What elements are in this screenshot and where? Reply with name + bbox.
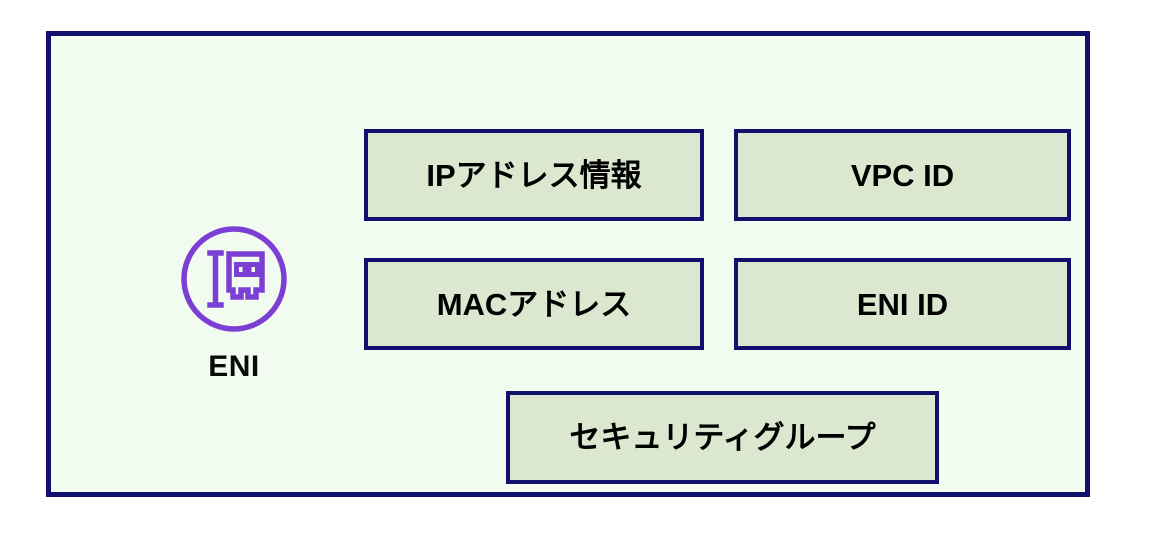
attribute-box-mac-address: MACアドレス <box>364 258 704 350</box>
attribute-label-mac-address: MACアドレス <box>436 286 632 322</box>
attribute-label-security-group: セキュリティグループ <box>569 420 876 455</box>
eni-icon-label: ENI <box>208 350 260 383</box>
attribute-box-vpc-id: VPC ID <box>734 129 1071 221</box>
attribute-label-vpc-id: VPC ID <box>850 157 955 193</box>
attribute-box-security-group: セキュリティグループ <box>506 391 939 484</box>
attribute-label-ip-address: IPアドレス情報 <box>426 157 642 193</box>
eni-nic-icon <box>181 226 287 332</box>
attribute-box-ip-address: IPアドレス情報 <box>364 129 704 221</box>
eni-icon-block: ENI <box>170 224 298 382</box>
eni-container: ENI IPアドレス情報 VPC ID MACアドレス ENI ID セキュリテ… <box>46 31 1090 497</box>
attribute-box-eni-id: ENI ID <box>734 258 1071 350</box>
attribute-label-eni-id: ENI ID <box>856 286 949 322</box>
